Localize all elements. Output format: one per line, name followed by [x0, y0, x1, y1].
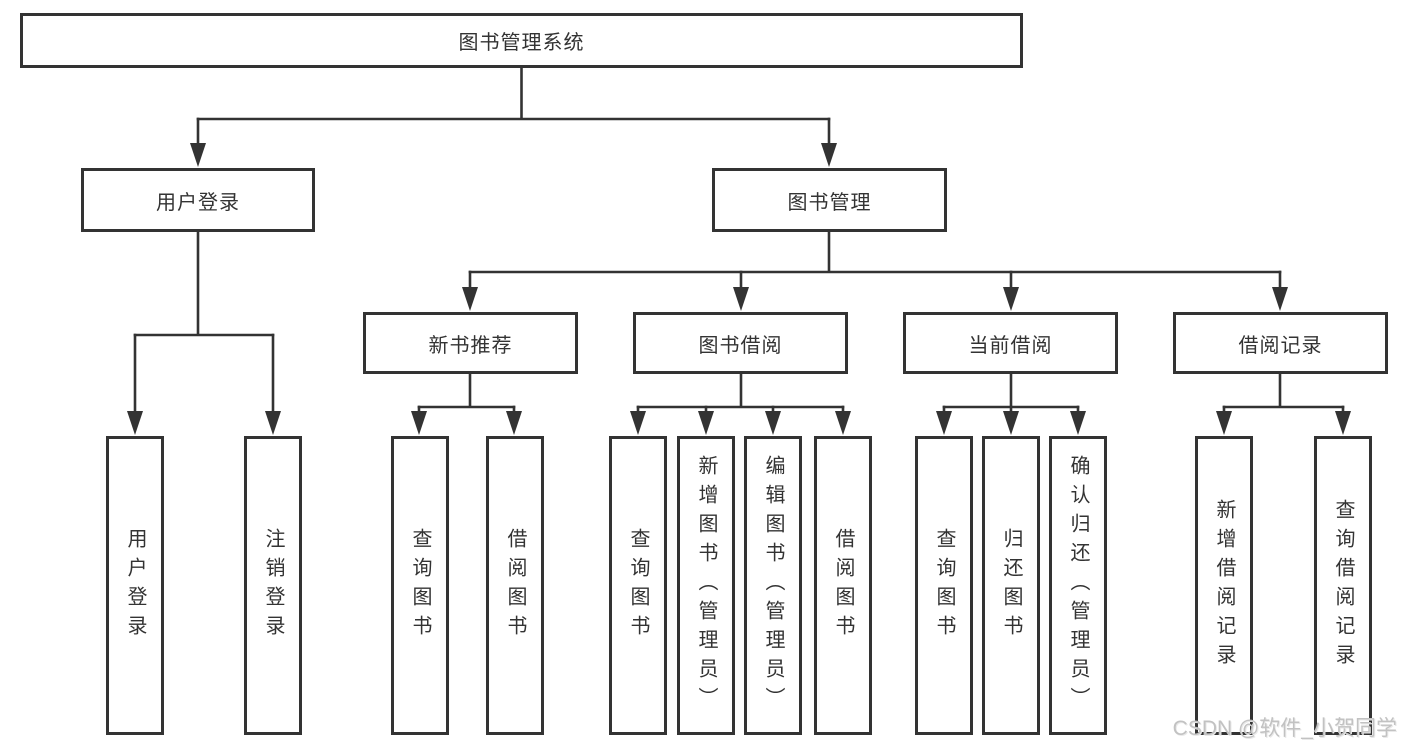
arrowhead-icon: [630, 411, 646, 435]
arrowhead-icon: [821, 143, 837, 167]
node-label: 图书管理系统: [458, 32, 585, 54]
node-label: 图书管理: [787, 191, 872, 214]
arrowhead-icon: [1272, 287, 1288, 311]
arrowhead-icon: [835, 411, 851, 435]
arrowhead-icon: [127, 411, 143, 435]
node-leaf-query-books: 查询图书: [915, 436, 973, 735]
arrowhead-icon: [1003, 287, 1019, 311]
arrowhead-icon: [1216, 411, 1232, 435]
node-label: 确认归还（管理员）: [1067, 455, 1089, 716]
node-label: 新书推荐: [428, 334, 513, 357]
arrowhead-icon: [733, 287, 749, 311]
node-label: 新增借阅记录: [1213, 498, 1235, 673]
node-label: 图书借阅: [698, 334, 783, 357]
node-leaf-user-login: 用户登录: [106, 436, 164, 735]
node-leaf-edit-books-admin: 编辑图书（管理员）: [744, 436, 802, 735]
node-current-borrow: 当前借阅: [903, 312, 1118, 374]
csdn-watermark: CSDN @软件_小贺同学: [1172, 717, 1397, 740]
arrowhead-icon: [462, 287, 478, 311]
arrowhead-icon: [1335, 411, 1351, 435]
arrowhead-icon: [506, 411, 522, 435]
arrowhead-icon: [265, 411, 281, 435]
node-label: 查询图书: [933, 527, 955, 644]
node-book-management: 图书管理: [712, 168, 947, 232]
node-new-book-recommend: 新书推荐: [363, 312, 578, 374]
arrowhead-icon: [698, 411, 714, 435]
node-borrow-records: 借阅记录: [1173, 312, 1388, 374]
node-leaf-query-books: 查询图书: [609, 436, 667, 735]
node-leaf-confirm-return-admin: 确认归还（管理员）: [1049, 436, 1107, 735]
node-label: 归还图书: [1000, 527, 1022, 644]
arrowhead-icon: [936, 411, 952, 435]
node-label: 借阅图书: [504, 527, 526, 644]
node-label: 查询图书: [409, 527, 431, 644]
node-user-login: 用户登录: [81, 168, 315, 232]
arrowhead-icon: [1070, 411, 1086, 435]
node-label: 新增图书（管理员）: [695, 455, 717, 716]
node-label: 查询借阅记录: [1332, 498, 1354, 673]
node-leaf-add-books-admin: 新增图书（管理员）: [677, 436, 735, 735]
node-leaf-logout: 注销登录: [244, 436, 302, 735]
node-leaf-add-borrow-record: 新增借阅记录: [1195, 436, 1253, 735]
node-label: 用户登录: [156, 191, 240, 214]
node-leaf-borrow-books: 借阅图书: [486, 436, 544, 735]
node-label: 用户登录: [124, 527, 146, 644]
arrowhead-icon: [190, 143, 206, 167]
node-label: 查询图书: [627, 527, 649, 644]
node-leaf-query-borrow-record: 查询借阅记录: [1314, 436, 1372, 735]
node-label: 借阅图书: [832, 527, 854, 644]
connector-arrowheads: [127, 143, 1351, 435]
arrowhead-icon: [1003, 411, 1019, 435]
node-leaf-return-books: 归还图书: [982, 436, 1040, 735]
node-label: 当前借阅: [968, 334, 1053, 357]
node-label: 借阅记录: [1238, 334, 1323, 357]
node-label: 注销登录: [262, 527, 284, 644]
node-leaf-query-books: 查询图书: [391, 436, 449, 735]
arrowhead-icon: [765, 411, 781, 435]
node-book-borrow: 图书借阅: [633, 312, 848, 374]
node-leaf-borrow-books: 借阅图书: [814, 436, 872, 735]
node-label: 编辑图书（管理员）: [762, 455, 784, 716]
arrowhead-icon: [411, 411, 427, 435]
node-library-management-system: 图书管理系统: [20, 13, 1023, 68]
